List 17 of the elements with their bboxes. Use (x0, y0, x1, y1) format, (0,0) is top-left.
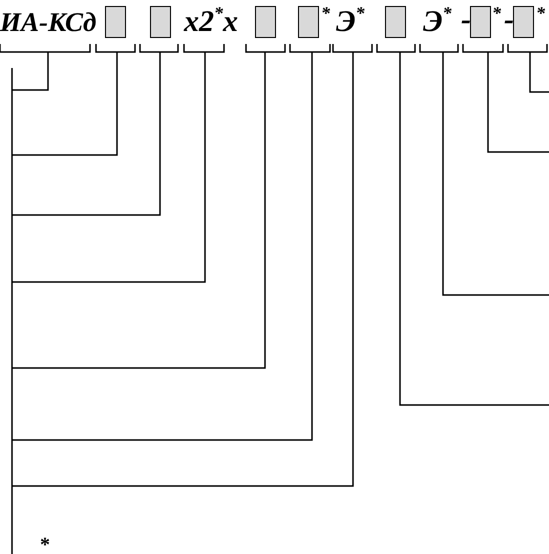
blank-field (255, 6, 276, 38)
separator-dash: - (461, 3, 471, 37)
blank-field (470, 6, 491, 38)
designation-code: Э$^{*}$ (336, 5, 365, 39)
blank-field (385, 6, 406, 38)
separator-dash: - (504, 3, 514, 37)
footnote-mark: * (492, 5, 501, 25)
designation-code: x2$^{*}$x (184, 5, 238, 39)
blank-field (105, 6, 126, 38)
designation-code: Э$^{*}$ (423, 5, 452, 39)
footnote-mark: * (40, 535, 50, 554)
blank-field (150, 6, 171, 38)
footnote-mark: * (321, 5, 330, 25)
footnote-mark: * (536, 5, 545, 25)
blank-field (298, 6, 319, 38)
blank-field (513, 6, 534, 38)
designation-code: ИА-КСд (0, 6, 96, 39)
